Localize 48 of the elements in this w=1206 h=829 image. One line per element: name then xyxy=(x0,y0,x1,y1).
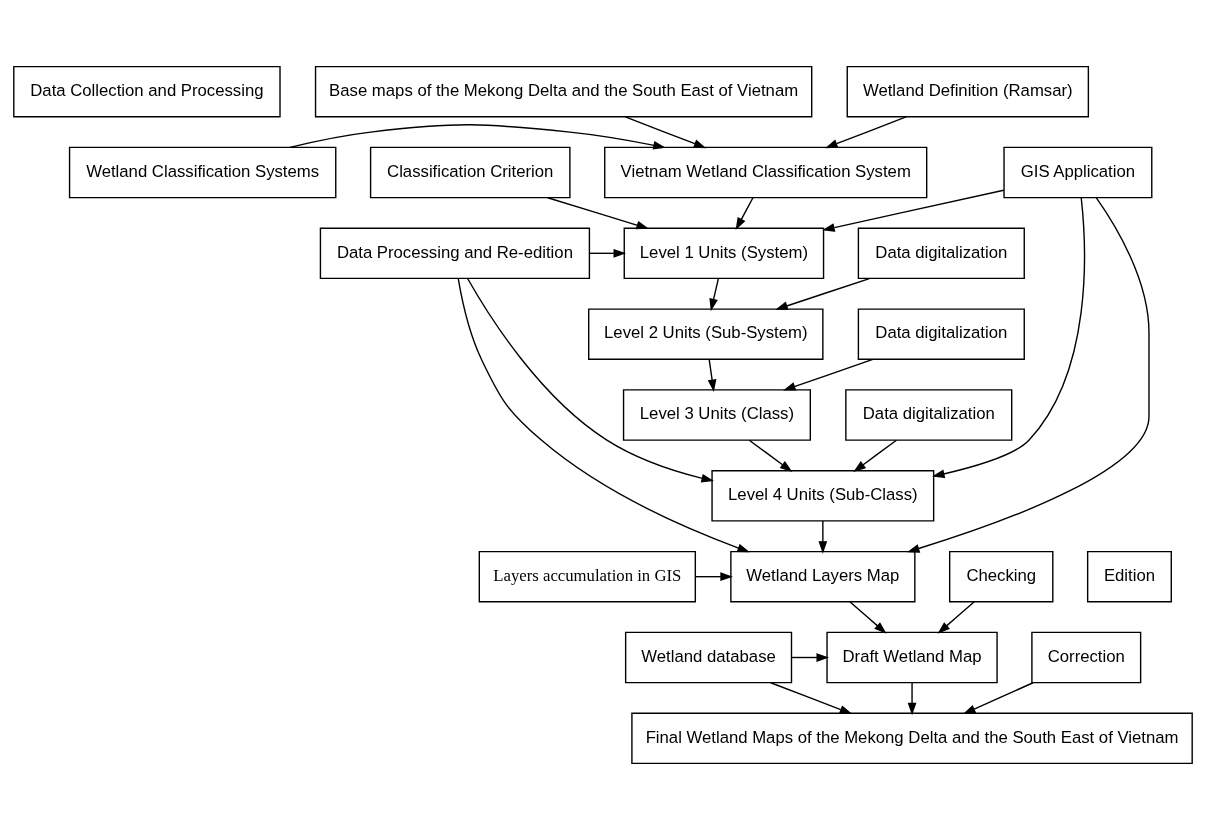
arrow xyxy=(937,600,975,634)
node-box: Data digitalization xyxy=(857,227,1025,279)
arrow xyxy=(932,196,1086,478)
arrow xyxy=(694,571,733,581)
arrow xyxy=(825,115,907,148)
node-box: Data digitalization xyxy=(845,388,1013,441)
node-box: Final Wetland Maps of the Mekong Delta and the South East of Vietnam xyxy=(631,712,1193,764)
arrow xyxy=(818,519,828,554)
node-box: GIS Application xyxy=(1003,146,1153,198)
node-box: Wetland Layers Map xyxy=(730,550,916,602)
node-box: Level 1 Units (System) xyxy=(623,227,825,279)
arrow xyxy=(849,600,887,634)
arrow xyxy=(775,277,871,310)
arrow xyxy=(907,681,917,715)
node-box: Vietnam Wetland Classification System xyxy=(604,146,928,198)
node-box: Data Processing and Re-edition xyxy=(319,227,591,279)
arrow xyxy=(547,196,649,229)
arrow xyxy=(853,439,898,472)
arrow xyxy=(822,189,1005,232)
arrow xyxy=(783,358,874,391)
node-box: Edition xyxy=(1086,550,1172,602)
arrow xyxy=(748,439,793,472)
node-box: Data Collection and Processing xyxy=(13,65,281,117)
node-box: Data digitalization xyxy=(857,307,1025,360)
node-box: Level 4 Units (Sub-Class) xyxy=(711,469,935,522)
arrow xyxy=(589,248,627,258)
node-box: Wetland database xyxy=(624,631,793,683)
arrow xyxy=(457,277,750,552)
node-box: Layers accumulation in GIS xyxy=(478,550,697,602)
arrow xyxy=(289,123,666,150)
node-box: Wetland Classification Systems xyxy=(68,146,337,198)
arrow xyxy=(624,115,707,148)
arrow xyxy=(963,681,1034,714)
arrow xyxy=(709,277,720,311)
arrow xyxy=(707,358,717,392)
arrow xyxy=(735,196,754,230)
node-box: Correction xyxy=(1031,631,1142,683)
node-box: Base maps of the Mekong Delta and the South East of Vietnam xyxy=(314,65,813,117)
arrow xyxy=(770,681,853,714)
node-box: Level 3 Units (Class) xyxy=(622,388,811,441)
node-box: Classification Criterion xyxy=(369,146,571,198)
arrow xyxy=(790,652,829,662)
node-box: Wetland Definition (Ramsar) xyxy=(846,65,1090,117)
arrow xyxy=(467,277,714,482)
node-box: Draft Wetland Map xyxy=(826,631,998,683)
node-box: Checking xyxy=(949,550,1054,602)
arrow xyxy=(906,196,1150,553)
node-box: Level 2 Units (Sub-System) xyxy=(588,307,824,360)
